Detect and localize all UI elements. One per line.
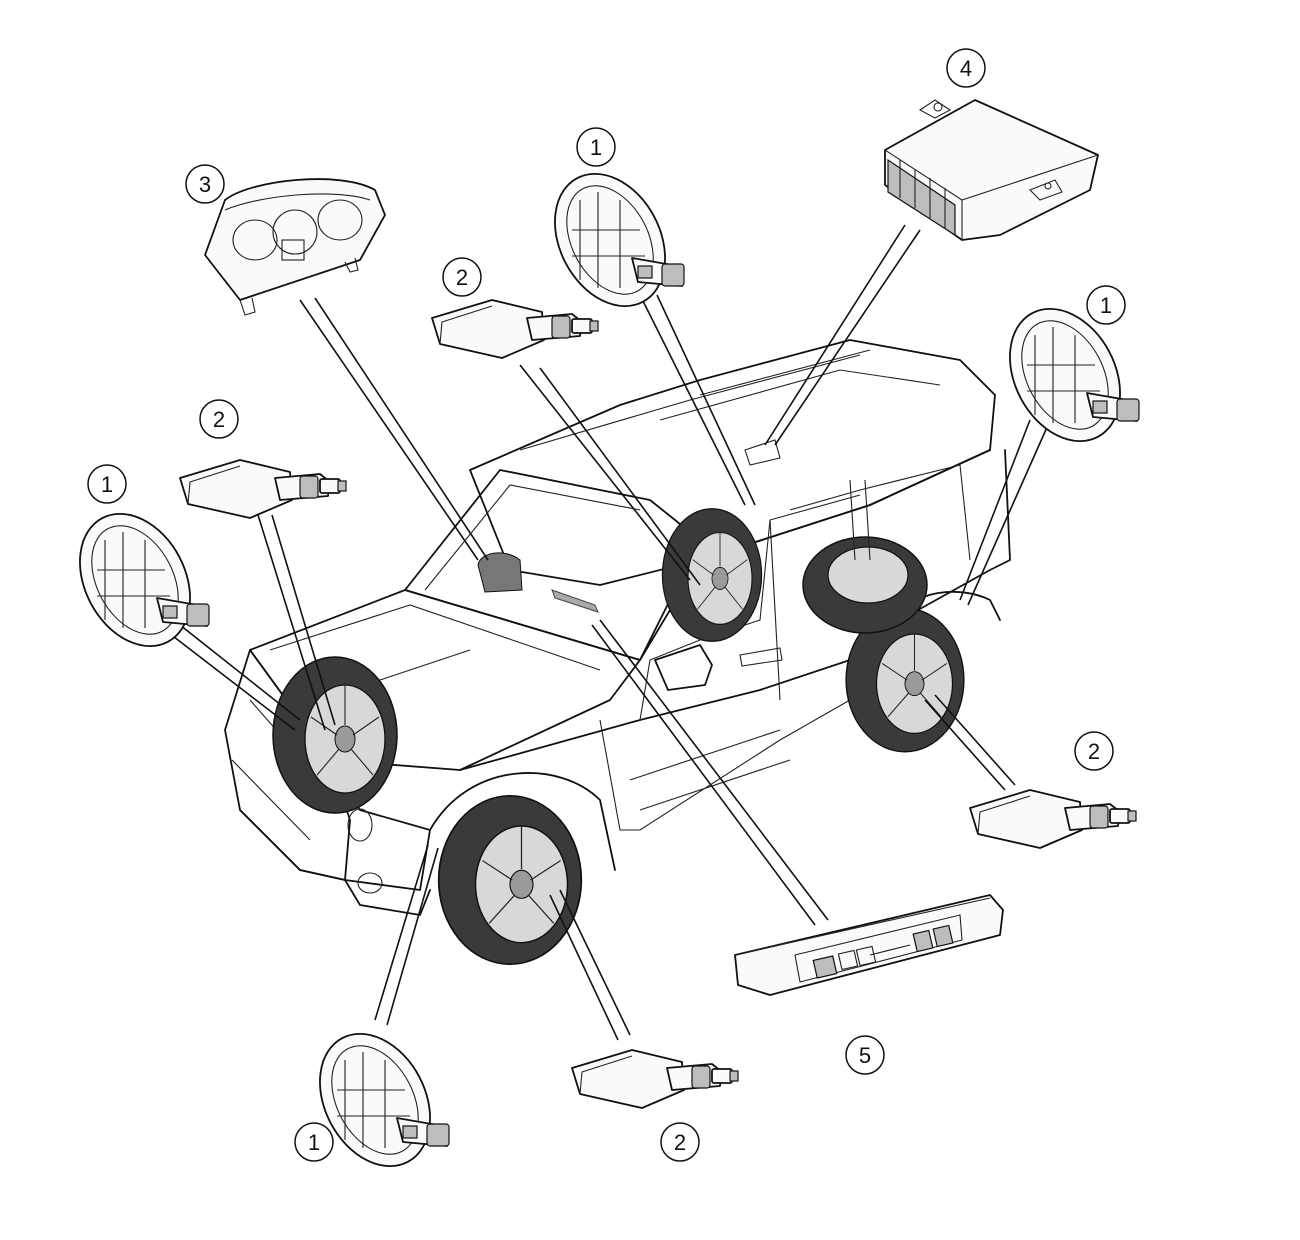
svg-text:1: 1	[1100, 293, 1112, 318]
callout-3: 3	[185, 164, 225, 204]
switch-pack-location	[551, 589, 599, 613]
front-right-wheel	[437, 794, 583, 966]
svg-text:1: 1	[590, 135, 602, 160]
svg-text:1: 1	[308, 1130, 320, 1155]
instrument-cluster-location	[477, 552, 523, 593]
tyre-pressure-sensor-left	[179, 459, 347, 519]
switch-pack	[734, 894, 1004, 996]
callout-2-right: 2	[1074, 731, 1114, 771]
leader-lines	[164, 224, 1049, 1041]
antenna-left	[57, 493, 213, 667]
front-left-wheel	[272, 656, 398, 814]
callout-labels: 1 2 3 4 5 1 2 1	[87, 48, 1126, 1162]
callout-2-bottom: 2	[660, 1122, 700, 1162]
svg-text:2: 2	[1088, 739, 1100, 764]
svg-text:2: 2	[213, 407, 225, 432]
callout-2-left: 2	[199, 399, 239, 439]
callout-5: 5	[845, 1035, 885, 1075]
callout-1-left: 1	[87, 464, 127, 504]
antenna-top	[532, 153, 688, 327]
svg-text:4: 4	[960, 56, 972, 81]
tpms-control-module	[884, 99, 1099, 241]
callout-1-right: 1	[1086, 285, 1126, 325]
callout-2-top: 2	[442, 257, 482, 297]
spare-wheel	[802, 479, 928, 634]
svg-text:3: 3	[199, 172, 211, 197]
tyre-pressure-sensor-bottom	[571, 1049, 739, 1109]
rear-left-wheel	[661, 508, 763, 642]
callout-4: 4	[946, 48, 986, 88]
callout-1-bottom: 1	[294, 1122, 334, 1162]
callout-1-top: 1	[576, 127, 616, 167]
instrument-cluster	[204, 178, 386, 316]
svg-text:2: 2	[674, 1130, 686, 1155]
tyre-pressure-sensor-right	[969, 789, 1137, 849]
tyre-pressure-sensor-top	[431, 299, 599, 359]
svg-text:2: 2	[456, 265, 468, 290]
svg-text:5: 5	[859, 1043, 871, 1068]
svg-text:1: 1	[101, 472, 113, 497]
